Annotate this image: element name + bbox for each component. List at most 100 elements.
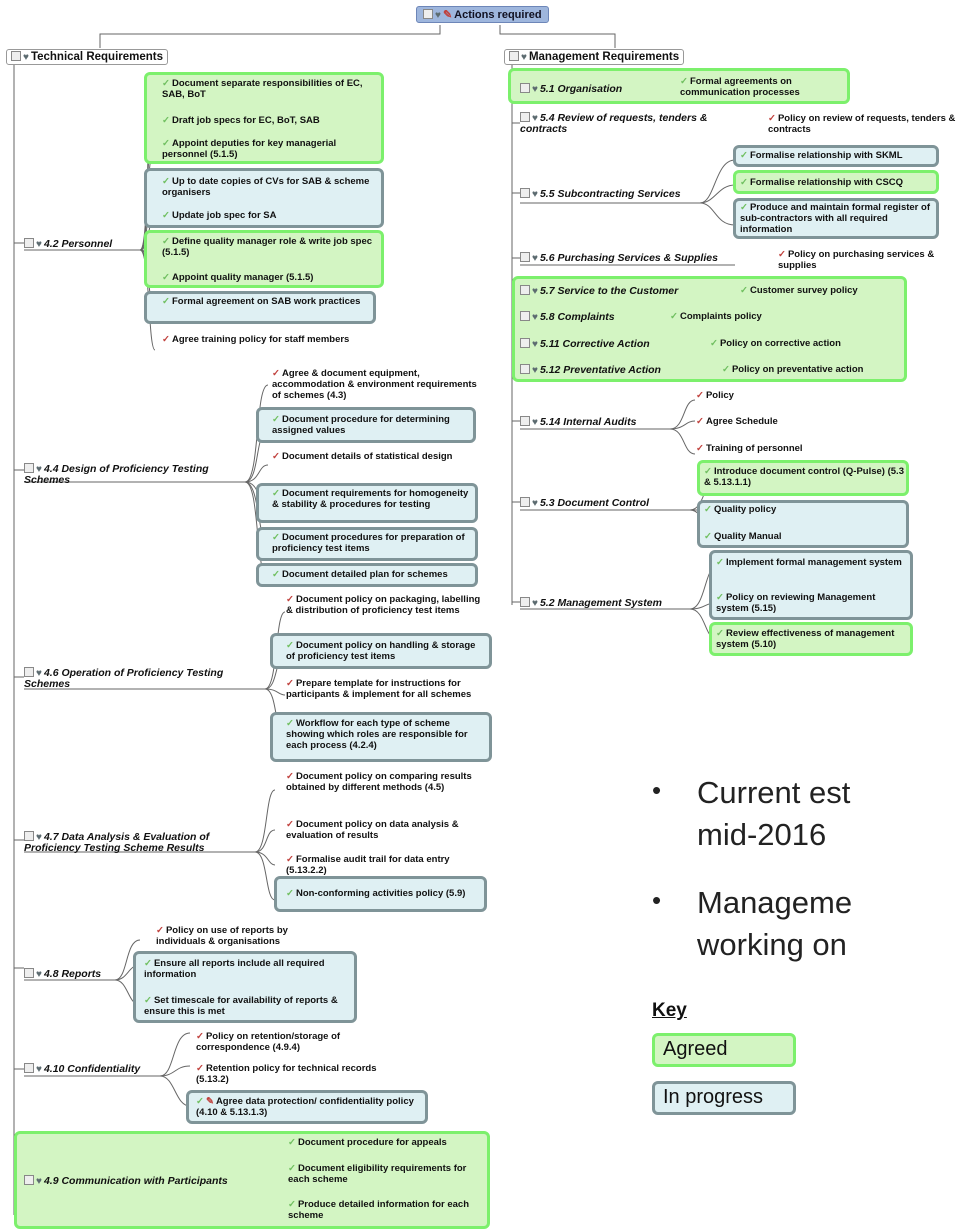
action-item[interactable]: ✓Review effectiveness of management syst… (716, 628, 895, 650)
agreed-box (512, 276, 907, 382)
collapse-icon[interactable] (423, 9, 433, 19)
action-item[interactable]: ✓Policy on retention/storage of correspo… (196, 1031, 341, 1053)
action-item[interactable]: ✓Produce detailed information for each s… (288, 1199, 469, 1221)
action-item[interactable]: ✓Policy on reviewing Management system (… (716, 592, 876, 614)
action-item[interactable]: ✓Quality policy (704, 504, 777, 515)
action-item[interactable]: ✓Up to date copies of CVs for SAB & sche… (162, 176, 370, 198)
collapse-icon[interactable] (520, 83, 530, 93)
topic-4-7[interactable]: ♥4.7 Data Analysis & Evaluation of Profi… (24, 831, 210, 854)
collapse-icon[interactable] (24, 1063, 34, 1073)
collapse-icon[interactable] (520, 364, 530, 374)
collapse-icon[interactable] (520, 311, 530, 321)
action-item[interactable]: ✓Formal agreement on SAB work practices (162, 296, 361, 307)
action-item[interactable]: ✓Implement formal management system (716, 557, 902, 568)
action-item[interactable]: ✓Formal agreements on communication proc… (680, 76, 800, 98)
action-item[interactable]: ✓Policy on review of requests, tenders &… (768, 113, 956, 135)
action-item[interactable]: ✓Customer survey policy (740, 285, 858, 296)
action-item[interactable]: ✓Quality Manual (704, 531, 782, 542)
action-item[interactable]: ✓Ensure all reports include all required… (144, 958, 325, 980)
action-item[interactable]: ✓Document detailed plan for schemes (272, 569, 448, 580)
action-item[interactable]: ✓✎Agree data protection/ confidentiality… (196, 1096, 414, 1118)
topic-4-2[interactable]: ♥4.2 Personnel (24, 238, 112, 250)
check-icon: ✓ (162, 210, 170, 221)
check-icon: ✓ (272, 368, 280, 379)
action-item[interactable]: ✓Policy (696, 390, 734, 401)
collapse-icon[interactable] (11, 51, 21, 61)
action-item[interactable]: ✓Document procedure for determining assi… (272, 414, 450, 436)
heart-icon: ♥ (435, 10, 441, 21)
collapse-icon[interactable] (24, 463, 34, 473)
action-item[interactable]: ✓Formalise audit trail for data entry (5… (286, 854, 450, 876)
action-item[interactable]: ✓Introduce document control (Q-Pulse) (5… (704, 466, 904, 488)
topic-4-8[interactable]: ♥4.8 Reports (24, 968, 101, 980)
collapse-icon[interactable] (520, 188, 530, 198)
action-item[interactable]: ✓Prepare template for instructions for p… (286, 678, 472, 700)
check-icon: ✓ (704, 504, 712, 515)
collapse-icon[interactable] (520, 112, 530, 122)
action-item[interactable]: ✓Document details of statistical design (272, 451, 453, 462)
action-item[interactable]: ✓Document separate responsibilities of E… (162, 78, 363, 100)
topic-5-7[interactable]: ♥5.7 Service to the Customer (520, 285, 678, 297)
topic-4-6[interactable]: ♥4.6 Operation of Proficiency Testing Sc… (24, 667, 224, 690)
topic-5-11[interactable]: ♥5.11 Corrective Action (520, 338, 650, 350)
topic-5-5[interactable]: ♥5.5 Subcontracting Services (520, 188, 681, 200)
check-icon: ✓ (286, 854, 294, 865)
action-item[interactable]: ✓Update job spec for SA (162, 210, 277, 221)
collapse-icon[interactable] (24, 968, 34, 978)
action-item[interactable]: ✓Document policy on data analysis & eval… (286, 819, 459, 841)
action-item[interactable]: ✓Agree & document equipment, accommodati… (272, 368, 477, 401)
topic-5-12[interactable]: ♥5.12 Preventative Action (520, 364, 661, 376)
action-item[interactable]: ✓Produce and maintain formal register of… (740, 202, 930, 235)
action-item[interactable]: ✓Non-conforming activities policy (5.9) (286, 888, 466, 899)
action-item[interactable]: ✓Document procedures for preparation of … (272, 532, 465, 554)
collapse-icon[interactable] (520, 497, 530, 507)
action-item[interactable]: ✓Policy on use of reports by individuals… (156, 925, 288, 947)
root-node[interactable]: ♥✎Actions required (416, 6, 549, 23)
collapse-icon[interactable] (24, 831, 34, 841)
topic-4-10[interactable]: ♥4.10 Confidentiality (24, 1063, 140, 1075)
action-item[interactable]: ✓Document policy on handling & storage o… (286, 640, 476, 662)
action-item[interactable]: ✓Policy on purchasing services & supplie… (778, 249, 935, 271)
action-item[interactable]: ✓Workflow for each type of scheme showin… (286, 718, 468, 751)
action-item[interactable]: ✓Policy on corrective action (710, 338, 841, 349)
action-item[interactable]: ✓Draft job specs for EC, BoT, SAB (162, 115, 320, 126)
action-item[interactable]: ✓Document procedure for appeals (288, 1137, 447, 1148)
collapse-icon[interactable] (24, 238, 34, 248)
topic-5-8[interactable]: ♥5.8 Complaints (520, 311, 615, 323)
collapse-icon[interactable] (520, 597, 530, 607)
management-requirements-branch[interactable]: ♥Management Requirements (504, 49, 685, 65)
action-item[interactable]: ✓Define quality manager role & write job… (162, 236, 373, 258)
action-item[interactable]: ✓Agree Schedule (696, 416, 778, 427)
action-item[interactable]: ✓Training of personnel (696, 443, 803, 454)
action-item[interactable]: ✓Agree training policy for staff members (162, 334, 350, 345)
action-item[interactable]: ✓Formalise relationship with CSCQ (740, 177, 904, 188)
action-item[interactable]: ✓Set timescale for availability of repor… (144, 995, 338, 1017)
topic-5-14[interactable]: ♥5.14 Internal Audits (520, 416, 636, 428)
collapse-icon[interactable] (520, 285, 530, 295)
action-item[interactable]: ✓Policy on preventative action (722, 364, 864, 375)
action-item[interactable]: ✓Document policy on packaging, labelling… (286, 594, 481, 616)
action-item[interactable]: ✓Retention policy for technical records … (196, 1063, 377, 1085)
action-item[interactable]: ✓Complaints policy (670, 311, 762, 322)
topic-5-3[interactable]: ♥5.3 Document Control (520, 497, 649, 509)
collapse-icon[interactable] (509, 51, 519, 61)
technical-requirements-branch[interactable]: ♥Technical Requirements (6, 49, 169, 65)
collapse-icon[interactable] (24, 667, 34, 677)
action-item[interactable]: ✓Document requirements for homogeneity &… (272, 488, 469, 510)
action-item[interactable]: ✓Formalise relationship with SKML (740, 150, 903, 161)
topic-5-4[interactable]: ♥5.4 Review of requests, tenders & contr… (520, 112, 708, 135)
topic-5-1[interactable]: ♥5.1 Organisation (520, 83, 622, 95)
action-item[interactable]: ✓Document eligibility requirements for e… (288, 1163, 467, 1185)
collapse-icon[interactable] (520, 252, 530, 262)
in-progress-box (270, 633, 492, 669)
action-item[interactable]: ✓Appoint deputies for key managerial per… (162, 138, 337, 160)
collapse-icon[interactable] (520, 338, 530, 348)
action-item[interactable]: ✓Appoint quality manager (5.1.5) (162, 272, 314, 283)
topic-5-2[interactable]: ♥5.2 Management System (520, 597, 662, 609)
topic-4-9[interactable]: ♥4.9 Communication with Participants (24, 1175, 228, 1187)
topic-4-4[interactable]: ♥4.4 Design of Proficiency Testing Schem… (24, 463, 209, 486)
collapse-icon[interactable] (24, 1175, 34, 1185)
topic-5-6[interactable]: ♥5.6 Purchasing Services & Supplies (520, 252, 718, 264)
action-item[interactable]: ✓Document policy on comparing results ob… (286, 771, 472, 793)
collapse-icon[interactable] (520, 416, 530, 426)
